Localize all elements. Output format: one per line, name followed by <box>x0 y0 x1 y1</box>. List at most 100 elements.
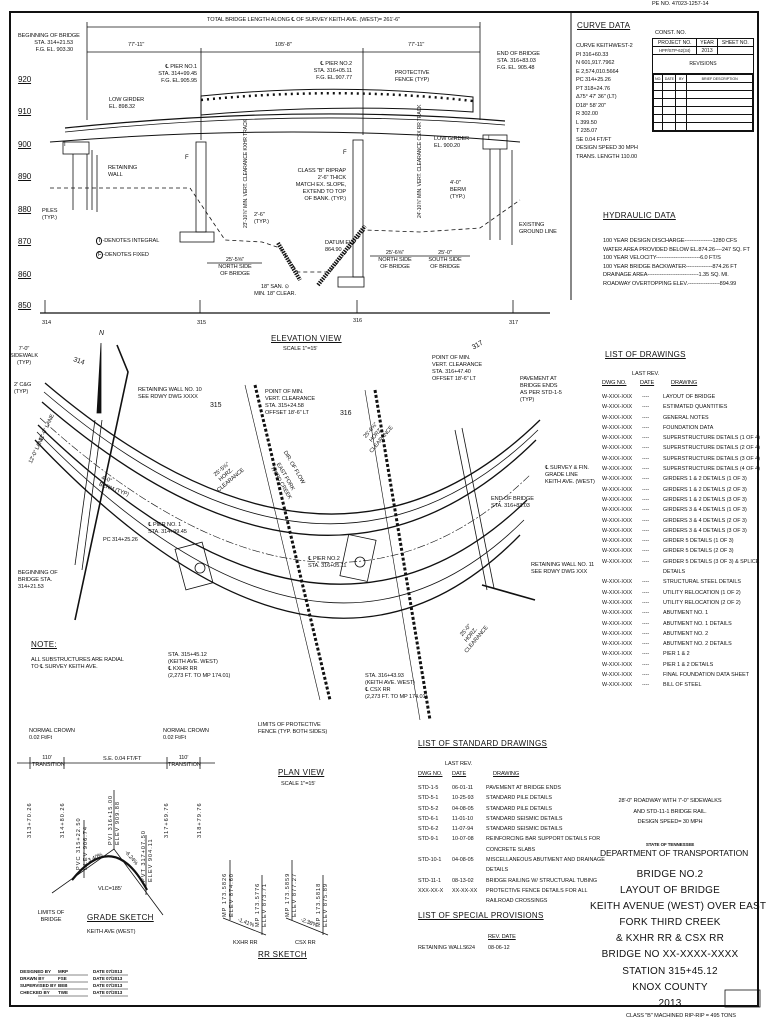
label-line: NORTH SIDE <box>218 264 252 270</box>
label-line: 28'-0" ROADWAY WITH 7'-0" SIDEWALKS <box>618 798 722 804</box>
label-line: NORTH SIDE <box>378 257 412 263</box>
table-cell: W-XXX-XXX <box>602 651 633 658</box>
label-line: NORMAL CROWN <box>163 728 209 734</box>
label-line: CURVE KEITHWEST-2 <box>576 43 633 49</box>
label-line: TRANSITION <box>168 762 201 768</box>
table-cell: ---- <box>642 661 650 668</box>
label-line: (TYP.) <box>254 219 269 225</box>
label-line: SOUTH SIDE <box>428 257 462 263</box>
table-cell: ABUTMENT NO. 1 <box>663 610 709 617</box>
label-line: STA. 315+24.58 <box>265 403 304 409</box>
drawings-title: LIST OF DRAWINGS <box>605 350 686 359</box>
rev-by-header: BY <box>675 74 688 83</box>
department-label: DEPARTMENT OF TRANSPORTATION <box>600 848 749 858</box>
label-line: Δ75° 47' 36" (LT) <box>576 94 617 100</box>
plan-sta-315: 315 <box>210 402 222 409</box>
legend-integral: I-DENOTES INTEGRAL <box>96 237 159 245</box>
label-line: R 302.00 <box>576 111 598 117</box>
label-line: ℄ CSX RR <box>365 687 391 693</box>
signature-name: TWE <box>58 990 68 995</box>
label-line: 25'-5⅝" <box>225 257 245 263</box>
table-cell: ---- <box>642 404 650 411</box>
label-line: PILES <box>42 208 58 214</box>
label-line: T 235.07 <box>576 128 598 134</box>
label-line: WALL <box>108 172 123 178</box>
label-line: EXISTING <box>519 222 545 228</box>
table-cell: STD-10-1 <box>418 857 442 864</box>
fixed-symbol-icon: F <box>96 251 104 259</box>
table-cell: GENERAL NOTES <box>663 414 709 421</box>
table-cell: W-XXX-XXX <box>602 538 633 545</box>
signature-date: 07/2013 <box>106 976 123 981</box>
revision-row <box>652 90 753 99</box>
label-line: SE 0.04 FT/FT <box>576 136 612 143</box>
table-cell: STANDARD PILE DETAILS <box>486 795 552 802</box>
label-line: BEGINNING OF BRIDGE <box>18 33 80 39</box>
label-line: ROADWAY OVERTOPPING ELEV.---------------… <box>603 280 737 287</box>
table-cell: W-XXX-XXX <box>602 476 633 483</box>
label-line: STA. 316+83.03 <box>491 503 530 509</box>
integral-marker-right: I <box>488 136 490 142</box>
label-line: BRIDGE NO XX-XXXX-XXXX <box>601 949 739 961</box>
elevation-title: ELEVATION VIEW <box>271 334 342 343</box>
label-line: BRIDGE ENDS <box>520 383 558 389</box>
grade-station-1: 313+70.26 <box>27 802 33 838</box>
label-line: BRIDGE <box>40 917 62 923</box>
label-line: STA. 316+05.11 <box>308 563 347 569</box>
table-cell: 08-06-12 <box>488 945 510 951</box>
label-line: 25'-0" <box>438 250 452 256</box>
north-arrow-label: N <box>99 330 104 337</box>
special-provisions-title: LIST OF SPECIAL PROVISIONS <box>418 911 544 920</box>
label-line: PVC 315+22.50 <box>76 817 82 870</box>
table-cell: W-XXX-XXX <box>602 620 633 627</box>
label-line: & KXHR RR & CSX RR <box>615 933 725 945</box>
label-line: STATION 315+45.12 <box>622 965 718 977</box>
elev-tick-890: 890 <box>18 172 32 181</box>
sheet-no-value <box>716 46 755 55</box>
grade-station-2: 314+80.26 <box>60 802 66 838</box>
revision-row <box>652 106 753 115</box>
label-line: (KEITH AVE. WEST) <box>365 680 415 686</box>
typ-dim-label: 2'-6"(TYP.) <box>254 212 269 226</box>
elev-tick-880: 880 <box>18 205 32 214</box>
span-2-dim: 105'-8" <box>275 42 292 48</box>
label-line: ELEV 873.71 <box>262 883 268 927</box>
plan-scale: SCALE 1"=15' <box>281 781 316 787</box>
vlc-label: VLC=185' <box>98 886 122 892</box>
signature-role: DESIGNED BY <box>20 969 52 974</box>
label-line: MP 173.5776 <box>255 882 261 927</box>
label-line: DESIGN SPEED= 30 MPH <box>637 819 703 825</box>
label-line: 100 YEAR BRIDGE BACKWATER---------------… <box>603 263 737 270</box>
label-line: PROTECTIVE <box>394 70 430 76</box>
label-line: STA. 316+43.93 <box>365 673 404 679</box>
label-line: KNOX COUNTY <box>632 981 708 993</box>
table-cell: ---- <box>642 672 650 679</box>
table-cell: SUPERSTRUCTURE DETAILS (4 OF 4) <box>663 466 760 473</box>
csx-crossing-label: STA. 316+43.93(KEITH AVE. WEST)℄ CSX RR(… <box>365 673 427 701</box>
year-header: YEAR <box>696 38 718 47</box>
table-cell: W-XXX-XXX <box>602 641 633 648</box>
table-cell: W-XXX-XXX <box>602 558 633 565</box>
label-line: SIDEWALK <box>10 353 38 359</box>
table-cell: ---- <box>642 496 650 503</box>
label-line: ℄ PIER NO.2 <box>308 556 340 562</box>
table-cell: STD-1-5 <box>418 785 439 791</box>
table-cell: STD-11-1 <box>418 877 441 884</box>
signature-date: 07/2013 <box>106 983 123 988</box>
table-cell: W-XXX-XXX <box>602 630 633 637</box>
label-line: OF BRIDGE <box>430 264 460 270</box>
plan-title: PLAN VIEW <box>278 768 325 777</box>
table-cell: 08-13-02 <box>452 877 474 884</box>
table-cell: ---- <box>642 486 650 493</box>
standards-header-date: DATE <box>452 771 467 777</box>
cg-label: 2' C&G(TYP) <box>14 382 31 396</box>
sta-tick-317: 317 <box>509 320 519 326</box>
table-cell: W-XXX-XXX <box>602 486 633 493</box>
